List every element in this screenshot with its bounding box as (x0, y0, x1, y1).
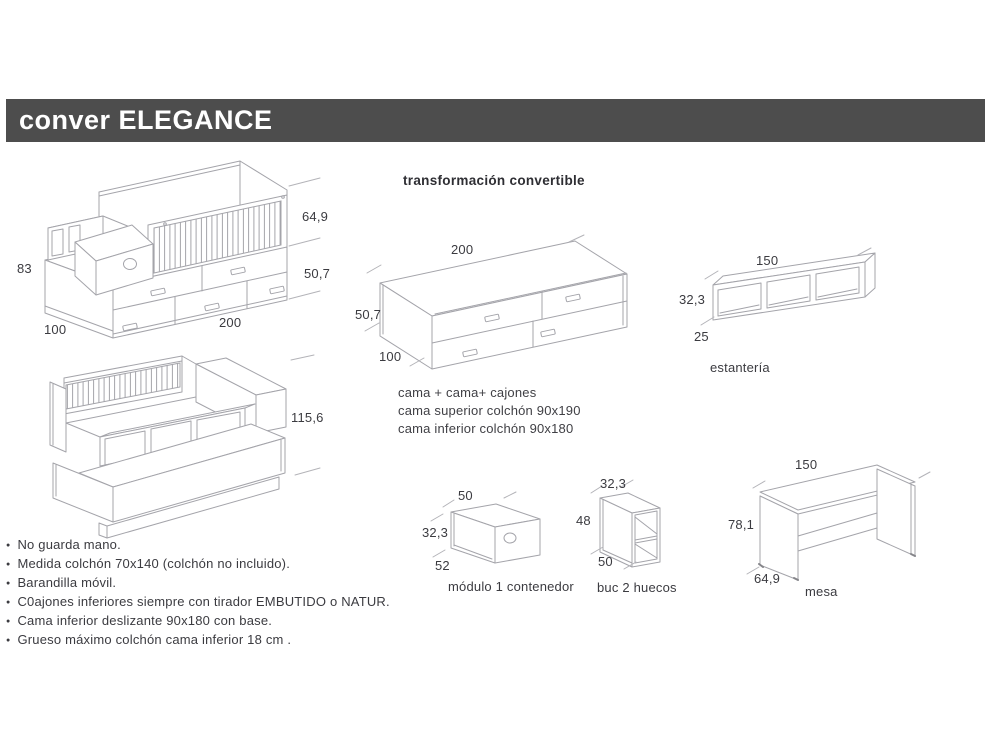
dim-crib-length: 200 (219, 315, 242, 330)
buc-label: buc 2 huecos (597, 580, 677, 595)
dim-shelf-depth: 25 (694, 329, 709, 344)
dim-bed-depth: 100 (379, 349, 402, 364)
crib-convertible-drawing (44, 160, 321, 339)
knob-icon (123, 258, 137, 270)
dim-crib-upper-height: 64,9 (302, 209, 329, 224)
page-title: conver ELEGANCE (19, 105, 273, 135)
dim-buc-depth: 50 (598, 554, 613, 569)
crib-bed-form-drawing (49, 354, 321, 539)
dim-buc-height: 48 (576, 513, 591, 528)
dim-crib-alt-height: 115,6 (291, 410, 324, 425)
drawer-handles (122, 266, 285, 332)
note-item: Cama inferior deslizante 90x180 con base… (6, 612, 390, 631)
note-item: Medida colchón 70x140 (colchón no inclui… (6, 555, 390, 574)
dim-desk-length: 150 (795, 457, 818, 472)
desk-label: mesa (805, 584, 838, 599)
wall-shelf-drawing (700, 247, 876, 326)
dim-buc-width: 32,3 (600, 476, 627, 491)
dim-crib-depth: 100 (44, 322, 67, 337)
dim-module-depth: 52 (435, 558, 450, 573)
note-item: No guarda mano. (6, 536, 390, 555)
bed-caption-3: cama inferior colchón 90x180 (398, 421, 574, 436)
knob-icon (503, 532, 517, 544)
dim-desk-height: 78,1 (728, 517, 755, 532)
bed-caption-2: cama superior colchón 90x190 (398, 403, 581, 418)
container-cube (74, 224, 154, 296)
dim-desk-depth: 64,9 (754, 571, 781, 586)
dim-crib-base-height: 50,7 (304, 266, 331, 281)
container-module-drawing (430, 491, 541, 564)
module-label: módulo 1 contenedor (448, 579, 574, 594)
dim-crib-side-height: 83 (17, 261, 32, 276)
dim-shelf-length: 150 (756, 253, 779, 268)
desk-drawing (746, 464, 931, 581)
bed-caption-1: cama + cama+ cajones (398, 385, 537, 400)
dim-bed-height: 50,7 (355, 307, 382, 322)
section-title: transformación convertible (403, 173, 585, 188)
bed-base-alt (52, 423, 286, 539)
two-hole-cabinet-drawing (590, 479, 661, 570)
note-item: C0ajones inferiores siempre con tirador … (6, 593, 390, 612)
page-title-banner: conver ELEGANCE (6, 99, 985, 142)
dim-bed-length: 200 (451, 242, 474, 257)
feature-notes-list: No guarda mano. Medida colchón 70x140 (c… (6, 536, 390, 650)
dim-shelf-height: 32,3 (679, 292, 706, 307)
bed-with-drawers-drawing (364, 234, 628, 370)
drawer-handles (462, 293, 581, 358)
dim-module-height: 32,3 (422, 525, 449, 540)
note-item: Barandilla móvil. (6, 574, 390, 593)
dim-module-width: 50 (458, 488, 473, 503)
shelf-label: estantería (710, 360, 770, 375)
note-item: Grueso máximo colchón cama inferior 18 c… (6, 631, 390, 650)
